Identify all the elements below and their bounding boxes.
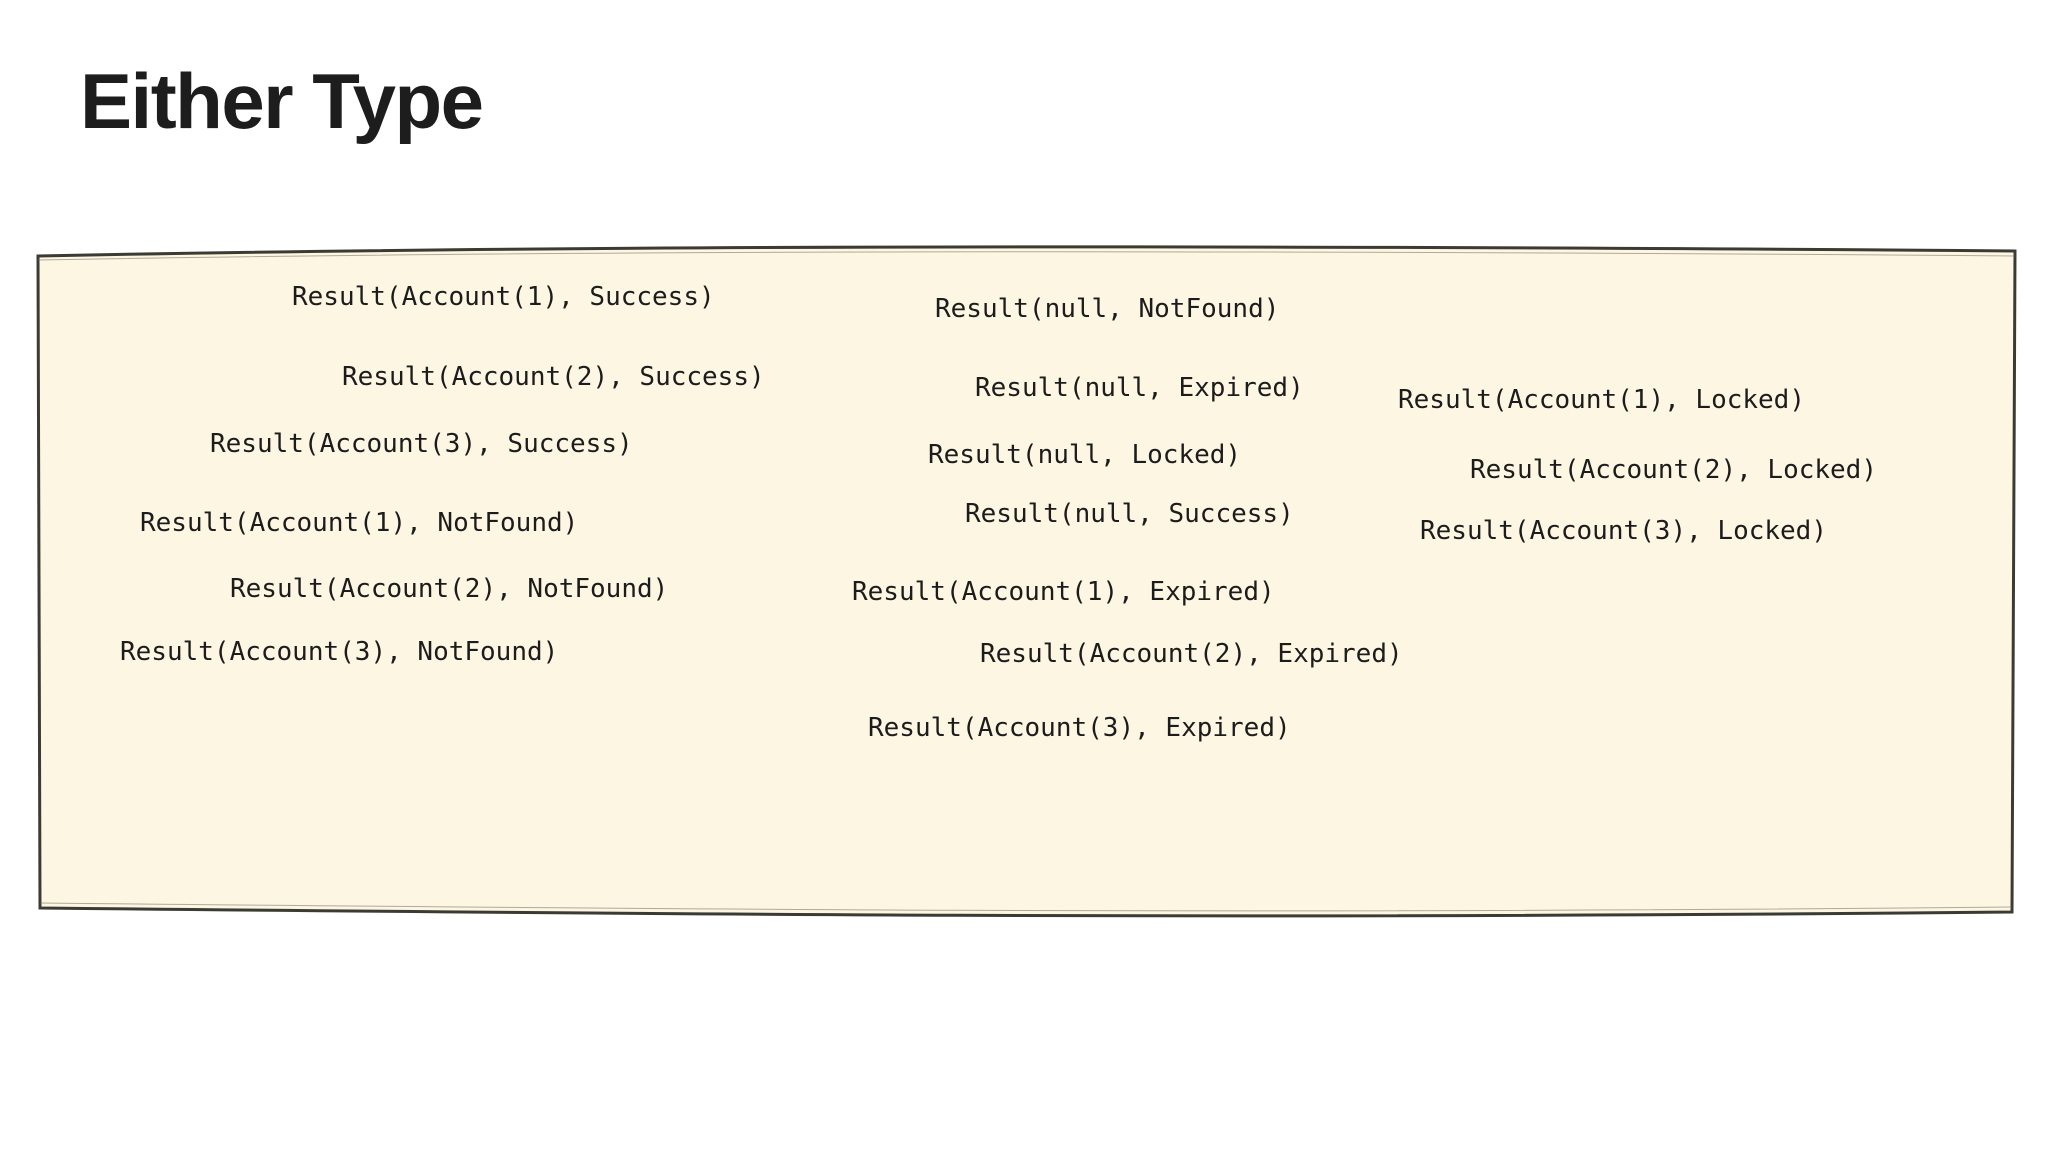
panel-frame-outline	[30, 244, 2018, 920]
code-panel: Result(Account(1), Success) Result(Accoun…	[30, 244, 2018, 920]
code-lines-container: Result(Account(1), Success) Result(Accoun…	[30, 244, 2018, 920]
code-line: Result(Account(2), Locked)	[1470, 455, 1877, 485]
code-line: Result(Account(1), NotFound)	[140, 508, 579, 538]
code-line: Result(Account(1), Locked)	[1398, 385, 1805, 415]
code-line: Result(Account(3), NotFound)	[120, 637, 559, 667]
panel-top-highlight	[37, 251, 2016, 261]
code-line: Result(Account(3), Success)	[210, 429, 633, 459]
code-line: Result(null, Locked)	[928, 440, 1242, 470]
code-line: Result(Account(3), Locked)	[1420, 516, 1827, 546]
code-line: Result(Account(2), NotFound)	[230, 574, 669, 604]
panel-bottom-highlight	[39, 902, 2013, 912]
code-line: Result(Account(3), Expired)	[868, 713, 1291, 743]
code-line: Result(Account(1), Expired)	[852, 577, 1275, 607]
code-line: Result(null, NotFound)	[935, 294, 1280, 324]
code-line: Result(Account(1), Success)	[292, 282, 715, 312]
panel-border-path	[38, 247, 2015, 916]
code-line: Result(null, Success)	[965, 499, 1294, 529]
page-title: Either Type	[80, 57, 484, 145]
code-line: Result(Account(2), Expired)	[980, 639, 1403, 669]
code-line: Result(null, Expired)	[975, 373, 1304, 403]
code-line: Result(Account(2), Success)	[342, 362, 765, 392]
